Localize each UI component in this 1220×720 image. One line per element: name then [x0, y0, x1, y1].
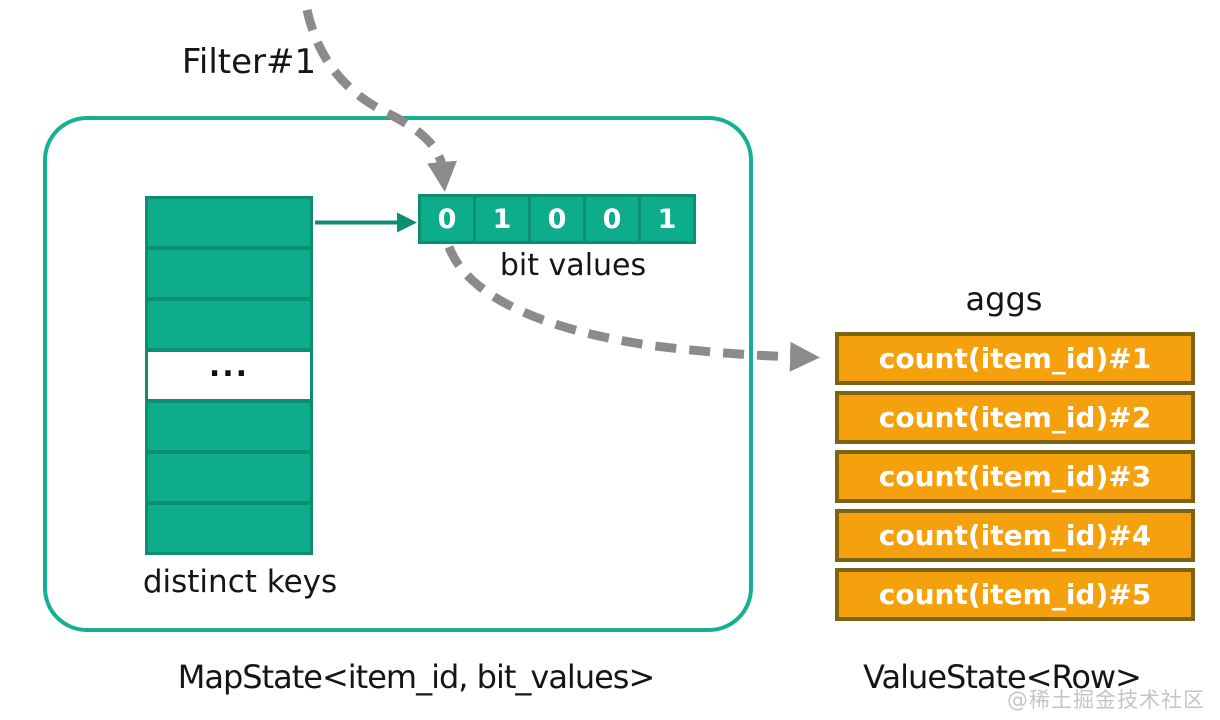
- mapstate-caption: MapState<item_id, bit_values>: [177, 658, 656, 696]
- distinct-key-row-ellipsis: ...: [145, 349, 313, 402]
- distinct-key-row: [145, 451, 313, 504]
- bit-cell: 0: [583, 194, 641, 244]
- distinct-key-row: [145, 400, 313, 453]
- bit-values-label: bit values: [499, 248, 647, 283]
- agg-row: count(item_id)#2: [835, 391, 1195, 444]
- filter-label: Filter#1: [181, 42, 317, 82]
- bit-cell: 0: [418, 194, 476, 244]
- agg-row: count(item_id)#1: [835, 332, 1195, 385]
- bit-cell: 1: [473, 194, 531, 244]
- bit-cell: 1: [638, 194, 696, 244]
- agg-row: count(item_id)#3: [835, 450, 1195, 503]
- distinct-key-row: [145, 247, 313, 300]
- distinct-keys-stack: ...: [145, 196, 313, 555]
- agg-row: count(item_id)#5: [835, 568, 1195, 621]
- bit-cell: 0: [528, 194, 586, 244]
- aggs-title: aggs: [965, 280, 1043, 318]
- bit-array: 0 1 0 0 1: [418, 194, 696, 244]
- distinct-key-row: [145, 298, 313, 351]
- distinct-key-row: [145, 196, 313, 249]
- distinct-key-row: [145, 502, 313, 555]
- agg-row: count(item_id)#4: [835, 509, 1195, 562]
- valuestate-caption: ValueState<Row>: [863, 658, 1142, 696]
- watermark: @稀土掘金技术社区: [1007, 688, 1205, 712]
- aggs-stack: count(item_id)#1 count(item_id)#2 count(…: [835, 332, 1195, 627]
- distinct-keys-label: distinct keys: [142, 564, 338, 600]
- ellipsis-text: ...: [208, 349, 250, 384]
